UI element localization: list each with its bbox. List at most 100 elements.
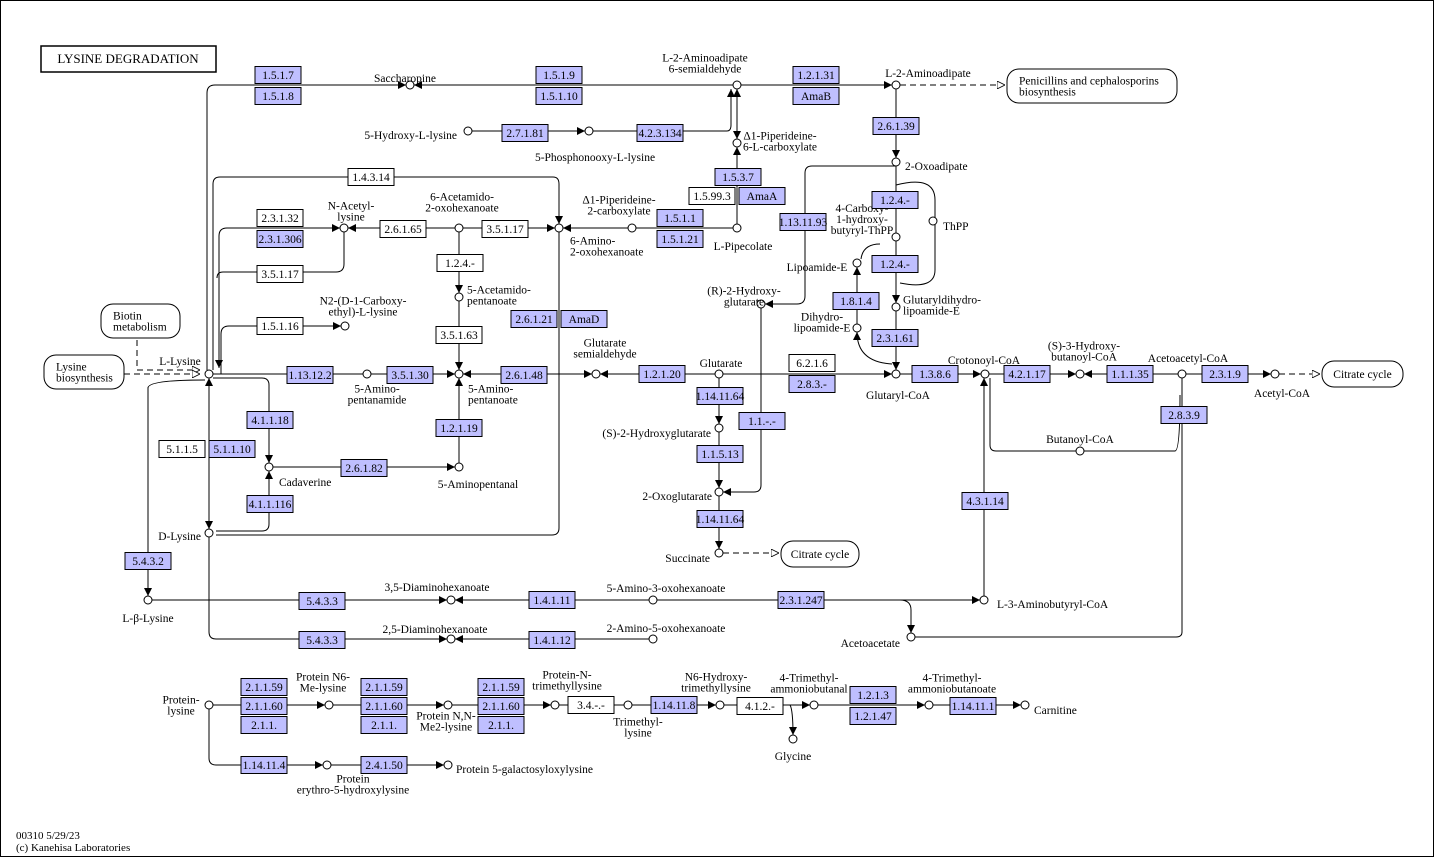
compound-node[interactable] (627, 223, 637, 233)
compound-node[interactable] (339, 223, 349, 233)
enzyme-label[interactable]: 2.3.1.9 (1209, 369, 1241, 381)
enzyme-rect[interactable] (208, 440, 256, 458)
enzyme-label[interactable]: 5.4.3.3 (306, 596, 338, 608)
enzyme-box[interactable]: 1.13.12.2 (286, 366, 334, 384)
enzyme-box[interactable]: 2.3.1.32 (256, 209, 304, 227)
enzyme-label[interactable]: 2.3.1.32 (261, 213, 299, 225)
enzyme-rect[interactable] (510, 310, 558, 328)
compound-node[interactable] (446, 595, 456, 605)
enzyme-box[interactable]: 1.2.1.19 (435, 419, 483, 437)
compound-node[interactable] (463, 126, 473, 136)
compound-node[interactable] (788, 734, 798, 744)
compound-node[interactable] (809, 700, 819, 710)
enzyme-label[interactable]: 5.1.1.10 (213, 444, 251, 456)
enzyme-label[interactable]: 3.5.1.30 (391, 370, 429, 382)
enzyme-rect[interactable] (379, 220, 427, 238)
compound-label[interactable]: 5-Phosphonooxy-L-lysine (535, 152, 655, 164)
compound-node[interactable] (322, 760, 332, 770)
map-link-label[interactable]: Citrate cycle (1333, 369, 1391, 381)
enzyme-box[interactable]: 1.4.1.11 (528, 591, 576, 609)
enzyme-rect[interactable] (849, 686, 897, 704)
enzyme-box[interactable]: 1.4.3.14 (347, 168, 395, 186)
compound-label[interactable]: 6-semialdehyde (669, 64, 742, 76)
compound-node[interactable] (1075, 369, 1085, 379)
enzyme-rect[interactable] (849, 707, 897, 725)
compound-node[interactable] (454, 223, 464, 233)
compound-node[interactable] (891, 232, 901, 242)
compound-node[interactable] (204, 528, 214, 538)
compound-label[interactable]: lysine (337, 212, 364, 224)
compound-label[interactable]: Protein- (162, 695, 199, 707)
enzyme-label[interactable]: 2.1.1.60 (245, 701, 283, 713)
enzyme-label[interactable]: 1.14.11.8 (653, 700, 696, 712)
enzyme-label[interactable]: 1.1.1.35 (1111, 369, 1149, 381)
compound-node[interactable] (143, 595, 153, 605)
compound-label[interactable]: 2-Amino-5-oxohexanoate (607, 623, 726, 635)
enzyme-label[interactable]: 1.14.11.64 (696, 391, 745, 403)
enzyme-label[interactable]: AmaA (747, 191, 778, 203)
enzyme-rect[interactable] (961, 492, 1009, 510)
enzyme-box[interactable]: 2.1.1.60 (477, 697, 525, 715)
enzyme-rect[interactable] (656, 230, 704, 248)
compound-node[interactable] (891, 157, 901, 167)
enzyme-rect[interactable] (567, 696, 615, 714)
compound-label[interactable]: 6-Acetamido- (430, 192, 494, 204)
enzyme-box[interactable]: 1.5.1.10 (535, 87, 583, 105)
compound-node[interactable] (924, 700, 934, 710)
compound-label[interactable]: 4-Trimethyl- (780, 673, 839, 685)
enzyme-label[interactable]: 2.6.1.65 (384, 224, 422, 236)
compound-label[interactable]: D-Lysine (158, 531, 201, 543)
enzyme-label[interactable]: AmaB (801, 91, 831, 103)
enzyme-box[interactable]: 1.13.11.93 (779, 213, 828, 231)
compound-label[interactable]: ammoniobutanal (770, 684, 847, 696)
enzyme-label[interactable]: 1.2.1.3 (857, 690, 889, 702)
compound-label[interactable]: 1-hydroxy- (836, 214, 888, 226)
enzyme-rect[interactable] (360, 678, 408, 696)
enzyme-label[interactable]: 1.4.1.11 (534, 595, 571, 607)
enzyme-box[interactable]: 1.2.1.3 (849, 686, 897, 704)
compound-label[interactable]: L-β-Lysine (122, 613, 173, 625)
compound-label[interactable]: 2-oxohexanoate (570, 247, 643, 259)
enzyme-label[interactable]: 2.6.1.21 (515, 314, 553, 326)
map-link[interactable]: Citrate cycle (1321, 360, 1404, 388)
enzyme-box[interactable]: 1.1.1.35 (1106, 365, 1154, 383)
enzyme-box[interactable]: 1.14.11.1 (949, 697, 997, 715)
enzyme-rect[interactable] (1106, 365, 1154, 383)
compound-node[interactable] (1270, 369, 1280, 379)
enzyme-rect[interactable] (535, 66, 583, 84)
enzyme-box[interactable]: AmaA (738, 187, 786, 205)
enzyme-rect[interactable] (871, 191, 919, 209)
compound-label[interactable]: Lipoamide-E (787, 262, 848, 274)
enzyme-label[interactable]: 4.3.1.14 (966, 496, 1004, 508)
enzyme-box[interactable]: 1.2.1.20 (638, 365, 686, 383)
compound-node[interactable] (550, 700, 560, 710)
enzyme-rect[interactable] (1160, 406, 1208, 424)
compound-label[interactable]: trimethyllysine (532, 681, 602, 693)
map-link-label[interactable]: Lysine (56, 362, 87, 374)
enzyme-label[interactable]: 1.13.12.2 (288, 370, 331, 382)
enzyme-box[interactable]: 1.5.1.7 (254, 66, 302, 84)
map-link-label[interactable]: Penicillins and cephalosporins (1019, 76, 1159, 88)
enzyme-box[interactable]: 1.5.3.7 (714, 168, 762, 186)
enzyme-rect[interactable] (792, 87, 840, 105)
map-link-label[interactable]: biosynthesis (1019, 87, 1076, 99)
compound-label[interactable]: 2-Oxoglutarate (642, 491, 712, 503)
compound-label[interactable]: 5-Amino- (354, 384, 400, 396)
enzyme-box[interactable]: 1.5.1.9 (535, 66, 583, 84)
enzyme-box[interactable]: 1.14.11.64 (696, 510, 745, 528)
enzyme-rect[interactable] (240, 678, 288, 696)
enzyme-rect[interactable] (256, 230, 304, 248)
compound-label[interactable]: Glutarate (700, 358, 743, 370)
enzyme-box[interactable]: 1.8.1.4 (832, 292, 880, 310)
enzyme-box[interactable]: 2.3.1.247 (777, 591, 825, 609)
enzyme-rect[interactable] (347, 168, 395, 186)
enzyme-rect[interactable] (124, 552, 172, 570)
compound-label[interactable]: Acetoacetate (841, 638, 900, 650)
enzyme-rect[interactable] (360, 756, 408, 774)
enzyme-rect[interactable] (788, 375, 836, 393)
enzyme-rect[interactable] (298, 592, 346, 610)
enzyme-rect[interactable] (777, 591, 825, 609)
compound-node[interactable] (732, 223, 742, 233)
enzyme-rect[interactable] (477, 697, 525, 715)
compound-label[interactable]: Cadaverine (279, 477, 331, 489)
